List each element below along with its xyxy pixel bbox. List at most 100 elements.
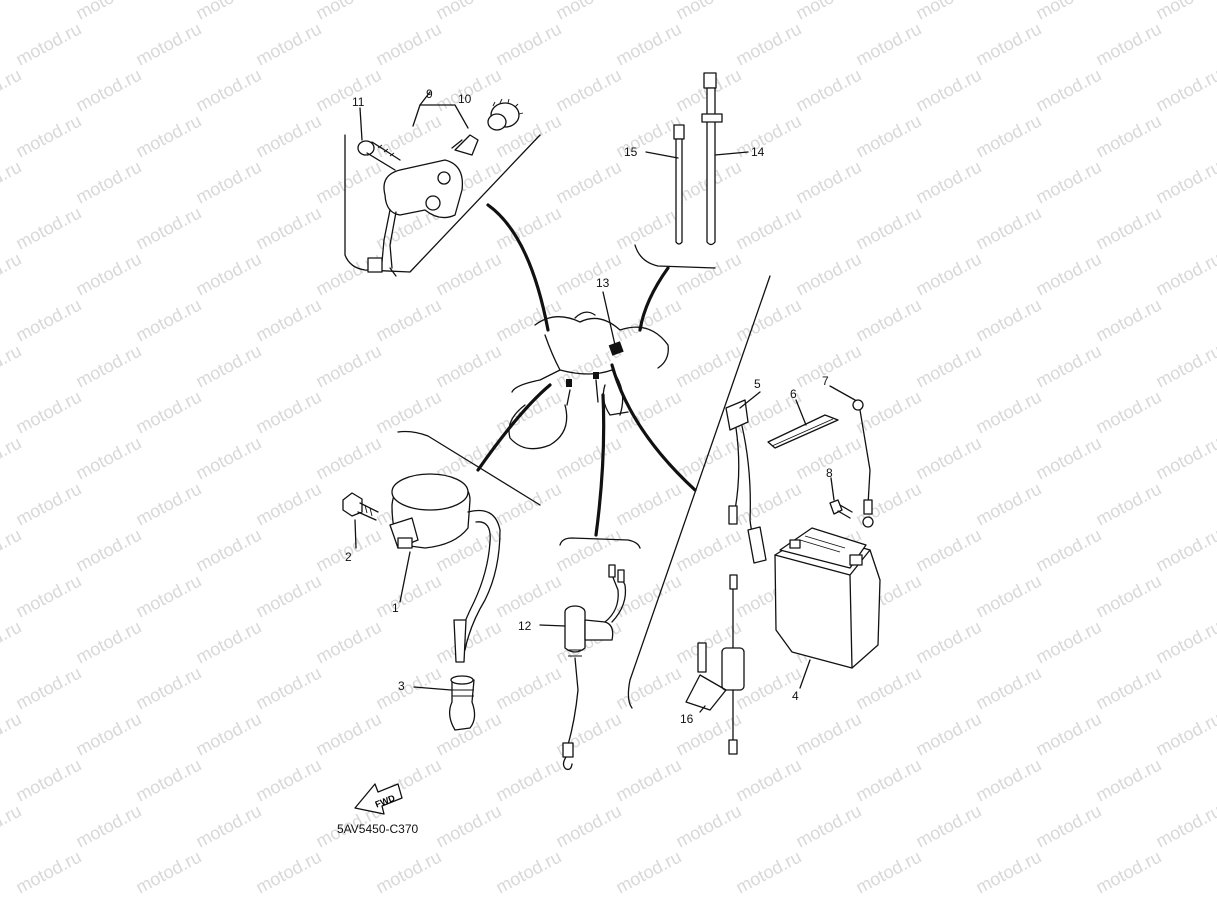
- callout-7: 7: [822, 374, 829, 388]
- battery-drawing: [774, 527, 881, 669]
- callouts: 1 2 3 4 5 6 7 8 9 10 11 12 13 14 15 16: [345, 87, 833, 726]
- lead-5-drawing: [725, 399, 767, 564]
- watermark: motod.ru: [672, 341, 744, 392]
- watermark: motod.ru: [372, 19, 444, 70]
- callout-1: 1: [392, 601, 399, 615]
- watermark: motod.ru: [432, 249, 504, 300]
- watermark: motod.ru: [1092, 111, 1164, 162]
- watermark: motod.ru: [1152, 801, 1217, 852]
- battery-panel: [627, 275, 881, 755]
- watermark: motod.ru: [1092, 295, 1164, 346]
- watermark: motod.ru: [432, 0, 504, 24]
- watermark: motod.ru: [192, 65, 264, 116]
- watermark: motod.ru: [1152, 617, 1217, 668]
- watermark: motod.ru: [132, 111, 204, 162]
- watermark: motod.ru: [192, 617, 264, 668]
- ignition-coil-drawing: [389, 473, 471, 549]
- cap-10-drawing: [487, 98, 524, 131]
- watermark: motod.ru: [612, 479, 684, 530]
- callout-8: 8: [826, 466, 833, 480]
- watermark: motod.ru: [612, 847, 684, 898]
- watermark: motod.ru: [132, 479, 204, 530]
- cable-tie-14-drawing: [701, 72, 723, 246]
- watermark: motod.ru: [252, 755, 324, 806]
- watermark: motod.ru: [852, 295, 924, 346]
- watermark: motod.ru: [1032, 617, 1104, 668]
- watermark: motod.ru: [492, 203, 564, 254]
- ignition-coil-panel: [342, 430, 541, 731]
- watermark: motod.ru: [372, 571, 444, 622]
- watermark: motod.ru: [192, 433, 264, 484]
- watermark: motod.ru: [732, 479, 804, 530]
- watermark: motod.ru: [0, 0, 25, 24]
- watermark: motod.ru: [132, 663, 204, 714]
- watermark: motod.ru: [1152, 433, 1217, 484]
- watermark: motod.ru: [552, 433, 624, 484]
- watermark: motod.ru: [312, 157, 384, 208]
- watermark: motod.ru: [12, 571, 84, 622]
- watermark: motod.ru: [0, 341, 25, 392]
- watermark: motod.ru: [192, 249, 264, 300]
- watermark: motod.ru: [972, 295, 1044, 346]
- watermark: motod.ru: [852, 847, 924, 898]
- watermark: motod.ru: [12, 387, 84, 438]
- watermark: motod.ru: [252, 111, 324, 162]
- watermark: motod.ru: [912, 0, 984, 24]
- watermark: motod.ru: [432, 617, 504, 668]
- watermark: motod.ru: [312, 341, 384, 392]
- watermark: motod.ru: [792, 0, 864, 24]
- watermark: motod.ru: [972, 111, 1044, 162]
- watermark: motod.ru: [312, 249, 384, 300]
- watermark: motod.ru: [12, 847, 84, 898]
- watermark: motod.ru: [12, 479, 84, 530]
- watermark: motod.ru: [732, 203, 804, 254]
- watermark: motod.ru: [552, 0, 624, 24]
- lead-7-drawing: [852, 399, 874, 528]
- relay-panel: [539, 537, 641, 771]
- watermark: motod.ru: [912, 65, 984, 116]
- callout-14: 14: [751, 145, 765, 159]
- watermark: motod.ru: [12, 111, 84, 162]
- watermark: motod.ru: [132, 203, 204, 254]
- watermark: motod.ru: [432, 801, 504, 852]
- watermark: motod.ru: [132, 755, 204, 806]
- spark-plug-lead-drawing: [453, 509, 501, 663]
- watermark: motod.ru: [312, 617, 384, 668]
- watermark: motod.ru: [132, 295, 204, 346]
- watermark: motod.ru: [672, 433, 744, 484]
- watermark: motod.ru: [552, 157, 624, 208]
- watermark: motod.ru: [1032, 341, 1104, 392]
- watermark: motod.ru: [852, 755, 924, 806]
- callout-4: 4: [792, 689, 799, 703]
- watermark: motod.ru: [792, 801, 864, 852]
- bolt-11-drawing: [357, 140, 401, 171]
- watermark: motod.ru: [912, 249, 984, 300]
- diagram-code: 5AV5450-C370: [337, 822, 418, 836]
- watermark: motod.ru: [12, 203, 84, 254]
- cable-tie-panel: [634, 72, 749, 269]
- watermark: motod.ru: [132, 571, 204, 622]
- watermark: motod.ru: [0, 617, 25, 668]
- watermark: motod.ru: [612, 663, 684, 714]
- watermark: motod.ru: [912, 617, 984, 668]
- watermark: motod.ru: [192, 341, 264, 392]
- watermark: motod.ru: [72, 249, 144, 300]
- watermark: motod.ru: [492, 479, 564, 530]
- main-switch-drawing: [367, 134, 479, 277]
- watermark: motod.ru: [252, 203, 324, 254]
- watermark: motod.ru: [732, 295, 804, 346]
- watermark: motod.ru: [972, 387, 1044, 438]
- watermark: motod.ru: [0, 433, 25, 484]
- watermark: motod.ru: [1032, 709, 1104, 760]
- watermark: motod.ru: [552, 65, 624, 116]
- watermark: motod.ru: [1032, 0, 1104, 24]
- callout-13: 13: [596, 276, 610, 290]
- callout-11: 11: [352, 95, 365, 109]
- callout-10: 10: [458, 92, 472, 106]
- watermark: motod.ru: [1032, 249, 1104, 300]
- watermark: motod.ru: [1092, 203, 1164, 254]
- watermark: motod.ru: [1152, 65, 1217, 116]
- plug-cap-3-drawing: [448, 675, 476, 731]
